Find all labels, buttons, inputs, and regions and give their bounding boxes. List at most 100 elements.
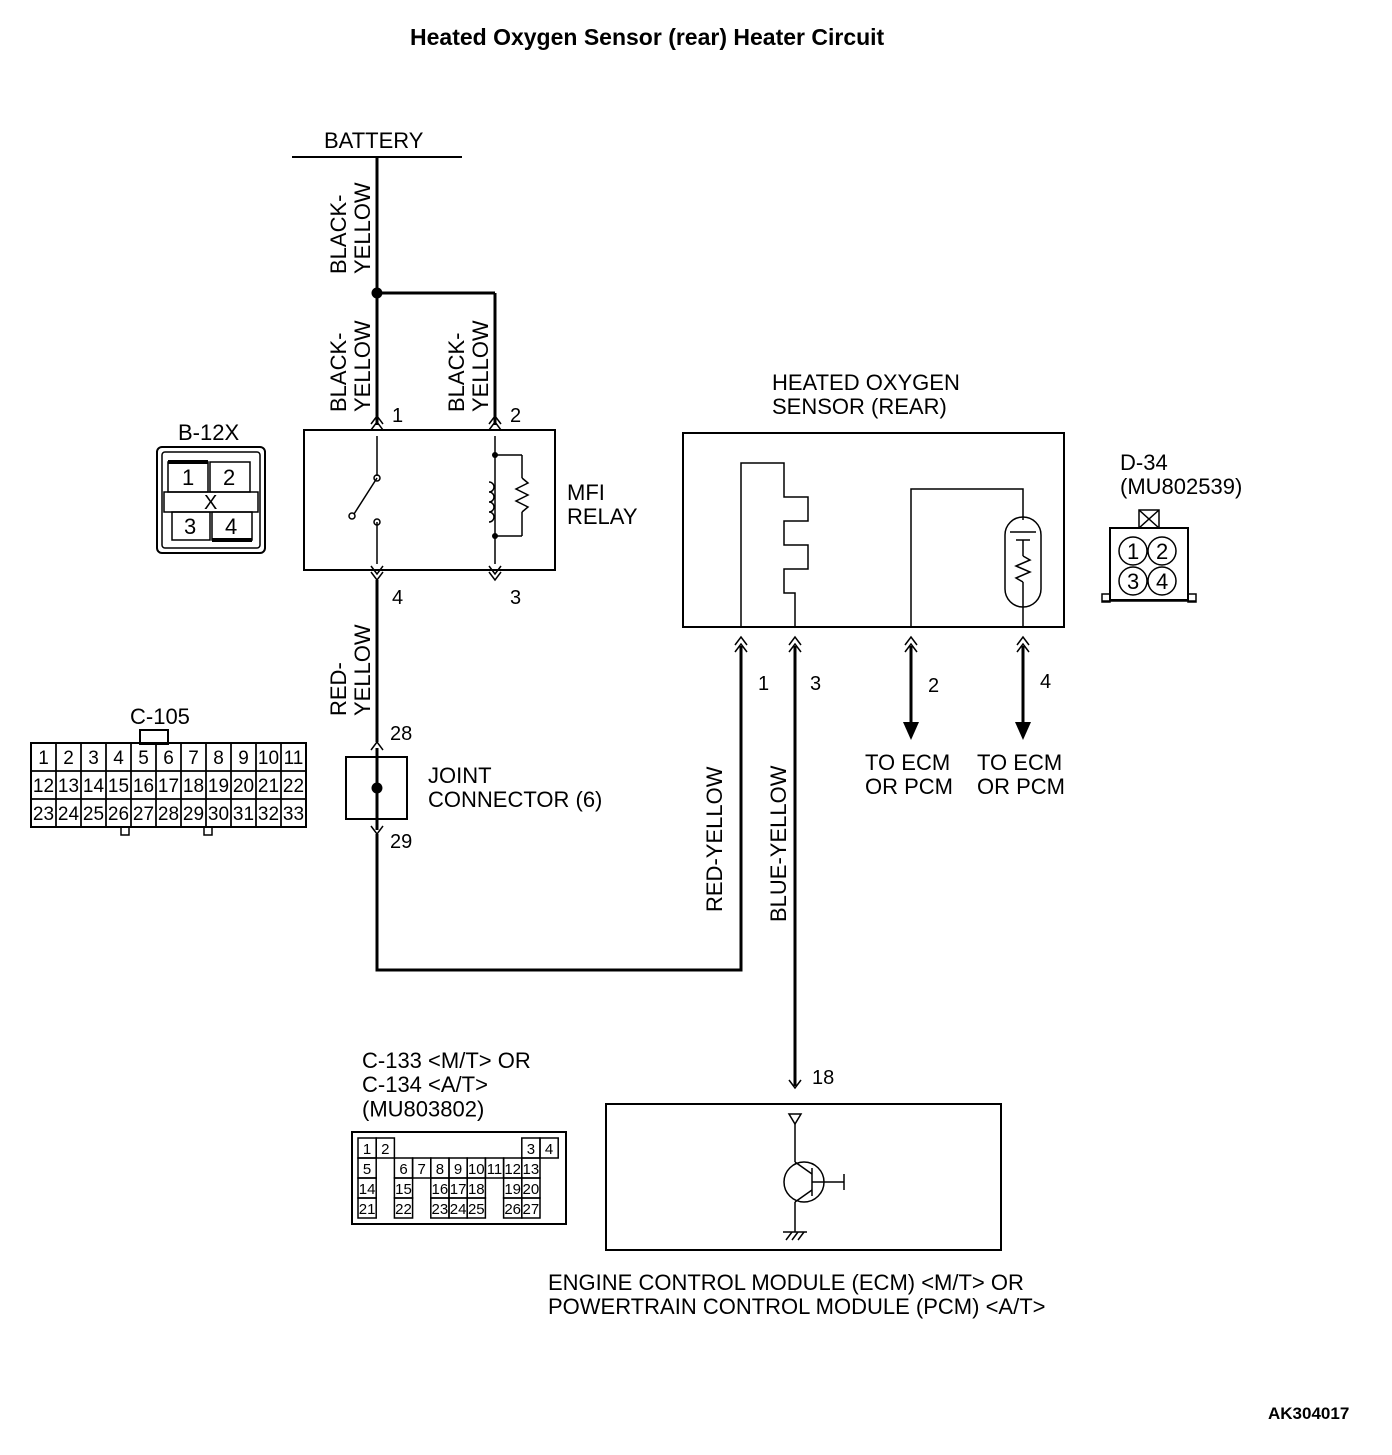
- c105-cell-label: 5: [138, 748, 149, 769]
- c133-cell-label: 24: [450, 1201, 467, 1218]
- splice-dot: [371, 287, 383, 299]
- c105-cell-label: 28: [158, 804, 179, 825]
- c105-cell-label: 31: [233, 804, 254, 825]
- c133-cell-label: 14: [359, 1181, 376, 1198]
- sensor-pin-4: 4: [1040, 671, 1051, 693]
- c105-cell-label: 24: [58, 804, 80, 825]
- c105-cell: [280, 798, 307, 828]
- joint-pin-28: 28: [390, 723, 412, 745]
- c133-cell-label: 16: [432, 1181, 449, 1198]
- d34-cell-4: 4: [1156, 569, 1168, 594]
- c133-cell: [466, 1197, 487, 1219]
- c105-cell-label: 9: [238, 748, 249, 769]
- c133-cell-label: 12: [504, 1161, 521, 1178]
- relay-pin-4: 4: [392, 587, 403, 609]
- c133-cell-label: 3: [527, 1141, 535, 1158]
- c133-cell-label: 7: [418, 1161, 426, 1178]
- c133-cell-label: 18: [468, 1181, 485, 1198]
- relay-connector-code: B-12X: [178, 420, 239, 445]
- c133-cell-label: 4: [545, 1141, 553, 1158]
- c105-cell-label: 14: [83, 776, 105, 797]
- wire-label-relay-pin2: BLACK-YELLOW: [444, 320, 493, 412]
- c133-cell-label: 9: [454, 1161, 462, 1178]
- c105-cell-label: 32: [258, 804, 279, 825]
- d34-code: D-34(MU802539): [1120, 450, 1242, 499]
- c105-cell-label: 15: [108, 776, 129, 797]
- c133-cell-label: 1: [363, 1141, 371, 1158]
- c105-cell-label: 11: [284, 748, 304, 769]
- c133-cell: [375, 1137, 396, 1159]
- c133-cell-label: 11: [487, 1161, 503, 1178]
- c133-cell: [393, 1197, 414, 1219]
- wire-joint-to-sensor: [375, 646, 743, 972]
- c105-cell-label: 30: [208, 804, 229, 825]
- c133-cell-label: 25: [468, 1201, 485, 1218]
- c133-cell-label: 26: [504, 1201, 521, 1218]
- d34-cell-3: 3: [1127, 569, 1139, 594]
- joint-pin-29: 29: [390, 831, 412, 853]
- c105-cell-label: 18: [183, 776, 204, 797]
- c105-cell-label: 27: [133, 804, 154, 825]
- relay-pin-1: 1: [392, 405, 403, 427]
- c133-cell-label: 21: [359, 1201, 376, 1218]
- c133-cell-label: 19: [504, 1181, 521, 1198]
- c133-cell-label: 5: [363, 1161, 371, 1178]
- d34-cell-2: 2: [1156, 539, 1168, 564]
- c133-cell-label: 10: [468, 1161, 485, 1178]
- c105-cell-label: 26: [108, 804, 129, 825]
- c133-cell-label: 8: [436, 1161, 444, 1178]
- sensor-pin-3: 3: [810, 673, 821, 695]
- c105-cell-label: 29: [183, 804, 204, 825]
- d34-cell-1: 1: [1127, 539, 1139, 564]
- c105-cell-label: 16: [133, 776, 154, 797]
- c105-cell-label: 19: [208, 776, 229, 797]
- c133-cell-label: 27: [523, 1201, 540, 1218]
- ecm-pin-18: 18: [812, 1067, 834, 1089]
- c105-cell-label: 33: [283, 804, 304, 825]
- c105-cell-label: 4: [113, 748, 124, 769]
- b12x-cell-2: 2: [223, 465, 235, 490]
- c105-cell-label: 6: [163, 748, 174, 769]
- wire-label-relay-out: RED-YELLOW: [326, 624, 375, 716]
- sensor-pin-1: 1: [758, 673, 769, 695]
- c105-cell-label: 22: [283, 776, 304, 797]
- wire-label-battery-feed: BLACK-YELLOW: [326, 182, 375, 274]
- battery-label: BATTERY: [324, 128, 424, 153]
- c105-cell-label: 2: [63, 748, 74, 769]
- b12x-cell-4: 4: [225, 514, 237, 539]
- c133-cell: [521, 1197, 541, 1219]
- sensor-connector-d34: D-34(MU802539) 1 2 3 4: [1101, 450, 1242, 603]
- c133-cell: [539, 1137, 559, 1159]
- c105-cell-label: 13: [58, 776, 79, 797]
- c133-cell-label: 17: [450, 1181, 467, 1198]
- wire-label-relay-pin1: BLACK-YELLOW: [326, 320, 375, 412]
- c105-cell-label: 3: [88, 748, 99, 769]
- c133-cell-label: 13: [523, 1161, 540, 1178]
- c105-cell-label: 23: [33, 804, 54, 825]
- wire-label-sensor-pin3: BLUE-YELLOW: [766, 765, 791, 922]
- relay-pin-3: 3: [510, 587, 521, 609]
- c133-cell-label: 22: [395, 1201, 412, 1218]
- c105-cell-label: 8: [213, 748, 224, 769]
- c105-cell-label: 7: [188, 748, 199, 769]
- figure-code: AK304017: [1268, 1404, 1349, 1423]
- c133-cell-label: 6: [399, 1161, 407, 1178]
- c105-cell-label: 20: [233, 776, 254, 797]
- relay-connector-b12x: B-12X 1 2 X 3 4: [156, 420, 266, 554]
- b12x-cell-x: X: [204, 492, 217, 514]
- relay-pin-2: 2: [510, 405, 521, 427]
- c105-cell-label: 10: [258, 748, 279, 769]
- c105-cell-label: 1: [38, 748, 49, 769]
